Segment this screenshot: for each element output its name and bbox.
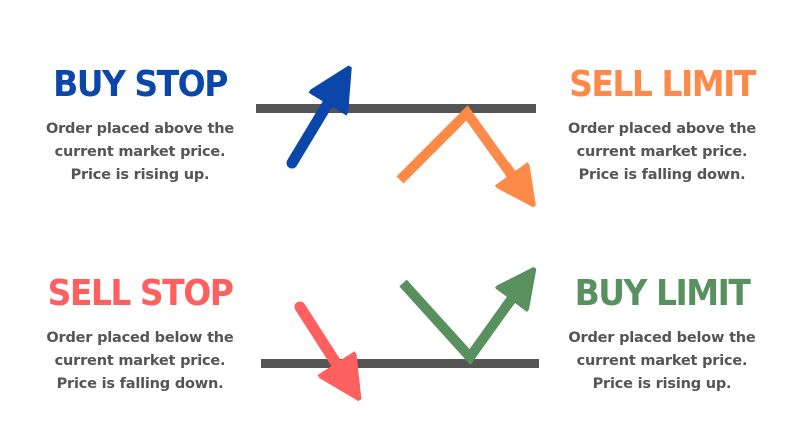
lower-price-line xyxy=(261,359,539,368)
description-line: Order placed below the xyxy=(568,330,756,346)
description-line: Price is rising up. xyxy=(592,376,732,392)
sell-stop-title: SELL STOP xyxy=(47,271,234,314)
description-line: current market price. xyxy=(54,353,226,369)
sell-stop-arrow-icon xyxy=(294,301,345,377)
buy-limit-description: Order placed below the current market pr… xyxy=(542,327,782,396)
buy-stop-arrow-icon xyxy=(286,90,336,169)
buy-stop-title: BUY STOP xyxy=(53,62,228,105)
upper-price-line xyxy=(256,104,536,113)
sell-limit-panel: SELL LIMIT Order placed above the curren… xyxy=(542,62,782,187)
buy-stop-description: Order placed above the current market pr… xyxy=(20,118,260,187)
description-line: Order placed below the xyxy=(46,330,234,346)
sell-limit-arrow-icon xyxy=(396,105,520,186)
sell-stop-panel: SELL STOP Order placed below the current… xyxy=(20,271,260,396)
buy-limit-title: BUY LIMIT xyxy=(574,271,751,314)
description-line: Price is rising up. xyxy=(70,167,210,183)
sell-limit-title: SELL LIMIT xyxy=(569,62,756,105)
sell-limit-description: Order placed above the current market pr… xyxy=(542,118,782,187)
description-line: current market price. xyxy=(576,353,748,369)
description-line: Price is falling down. xyxy=(578,167,746,183)
description-line: current market price. xyxy=(576,144,748,160)
buy-limit-panel: BUY LIMIT Order placed below the current… xyxy=(542,271,782,396)
buy-limit-arrow-icon xyxy=(399,283,520,365)
sell-stop-description: Order placed below the current market pr… xyxy=(20,327,260,396)
description-line: Order placed above the xyxy=(567,121,757,137)
description-line: Price is falling down. xyxy=(56,376,224,392)
buy-stop-panel: BUY STOP Order placed above the current … xyxy=(20,62,260,187)
description-line: current market price. xyxy=(54,144,226,160)
description-line: Order placed above the xyxy=(45,121,235,137)
